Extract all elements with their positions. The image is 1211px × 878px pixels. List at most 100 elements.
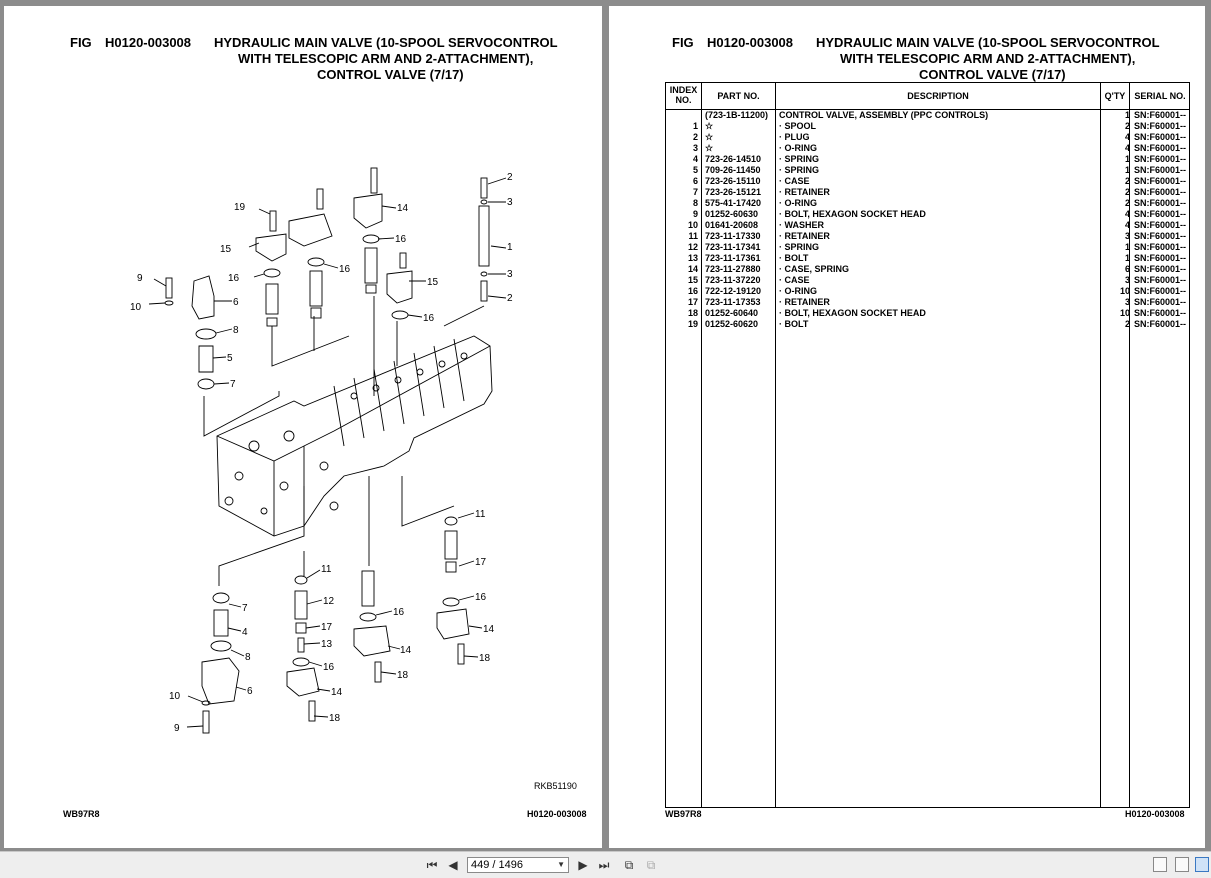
index-cell: 17	[687, 297, 698, 307]
callout: 2	[507, 293, 513, 304]
first-page-icon[interactable]: ⏮	[426, 857, 438, 872]
callout: 15	[427, 277, 439, 288]
part-no-cell: 01252-60640	[705, 308, 759, 318]
part-no-cell: 723-11-27880	[705, 264, 761, 274]
description-cell: CONTROL VALVE, ASSEMBLY (PPC CONTROLS)	[779, 110, 989, 120]
callout: 17	[475, 557, 487, 568]
qty-cell: 3	[1124, 231, 1130, 241]
table-header: INDEX NO. PART NO. DESCRIPTION Q'TY SERI…	[666, 83, 1189, 110]
serial-cell: SN:F60001--	[1134, 176, 1187, 186]
index-cell: 3	[692, 143, 698, 153]
index-cell: 11	[688, 231, 698, 241]
description-cell: · O-RING	[779, 143, 817, 153]
serial-cell: SN:F60001--	[1134, 319, 1187, 329]
index-cell: 8	[692, 198, 698, 208]
callout: 9	[137, 273, 143, 284]
last-page-icon[interactable]: ⏭	[598, 857, 610, 872]
serial-cell: SN:F60001--	[1134, 187, 1187, 197]
fig-label: FIG	[70, 35, 92, 50]
fig-title-line2: WITH TELESCOPIC ARM AND 2-ATTACHMENT),	[840, 51, 1136, 66]
serial-cell: SN:F60001--	[1134, 308, 1187, 318]
prev-page-icon[interactable]: ◀	[448, 858, 458, 872]
callout: 14	[397, 203, 409, 214]
index-cell: 14	[687, 264, 698, 274]
callout: 12	[323, 596, 335, 607]
go-forward-icon[interactable]: ⧉	[646, 857, 656, 872]
description-cell: · RETAINER	[779, 231, 830, 241]
qty-cell: 2	[1124, 319, 1130, 329]
part-no-cell: 723-11-17341	[705, 242, 761, 252]
index-cell: 2	[692, 132, 698, 142]
part-no-cell: 723-11-37220	[705, 275, 761, 285]
callout: 7	[230, 379, 236, 390]
index-cell: 12	[687, 242, 698, 252]
index-cell: 4	[692, 154, 698, 164]
index-cell: 10	[687, 220, 698, 230]
description-cell: · BOLT, HEXAGON SOCKET HEAD	[779, 209, 926, 219]
fig-title-line3: CONTROL VALVE (7/17)	[919, 67, 1066, 82]
serial-cell: SN:F60001--	[1134, 132, 1187, 142]
qty-cell: 1	[1124, 253, 1130, 263]
part-no-cell: 723-26-15121	[705, 187, 762, 197]
callout: 3	[507, 197, 513, 208]
fig-label: FIG	[672, 35, 694, 50]
description-cell: · CASE	[779, 275, 810, 285]
serial-cell: SN:F60001--	[1134, 110, 1187, 120]
description-cell: · BOLT	[779, 253, 809, 263]
spring-5	[198, 345, 214, 373]
description-cell: · CASE	[779, 176, 810, 186]
fig-title-line3: CONTROL VALVE (7/17)	[317, 67, 464, 82]
header-qty: Q'TY	[1104, 91, 1126, 101]
single-page-view-icon[interactable]	[1153, 857, 1167, 872]
bolt-9	[165, 277, 173, 299]
footer-code: H0120-003008	[1125, 809, 1185, 819]
retainer	[266, 317, 278, 327]
description-cell: · SPRING	[779, 165, 820, 175]
qty-cell: 1	[1124, 242, 1130, 252]
qty-cell: 2	[1124, 176, 1130, 186]
qty-cell: 4	[1124, 132, 1130, 142]
go-back-icon[interactable]: ⧉	[624, 857, 634, 872]
serial-cell: SN:F60001--	[1134, 286, 1187, 296]
part-no-cell: 709-26-11450	[705, 165, 761, 175]
next-page-icon[interactable]: ▶	[578, 858, 588, 872]
serial-cell: SN:F60001--	[1134, 253, 1187, 263]
footer-model: WB97R8	[63, 809, 100, 819]
callout: 16	[475, 592, 487, 603]
description-cell: · O-RING	[779, 198, 817, 208]
qty-cell: 4	[1124, 209, 1130, 219]
page-number-field[interactable]: 449 / 1496 ▼	[467, 857, 569, 873]
qty-cell: 6	[1124, 264, 1130, 274]
continuous-view-icon[interactable]	[1175, 857, 1189, 872]
fig-title-line1: HYDRAULIC MAIN VALVE (10-SPOOL SERVOCONT…	[816, 35, 1160, 50]
footer-model: WB97R8	[665, 809, 702, 819]
serial-cell: SN:F60001--	[1134, 209, 1187, 219]
callout: 19	[234, 202, 246, 213]
serial-cell: SN:F60001--	[1134, 198, 1187, 208]
qty-cell: 1	[1124, 110, 1130, 120]
two-page-view-icon[interactable]	[1195, 857, 1209, 872]
spring	[265, 283, 279, 315]
callout: 14	[400, 645, 412, 656]
callout: 9	[174, 723, 180, 734]
left-page: FIG H0120-003008 HYDRAULIC MAIN VALVE (1…	[4, 6, 602, 848]
table-rows: (723-1B-11200)CONTROL VALVE, ASSEMBLY (P…	[666, 110, 1189, 330]
valve-sections	[333, 338, 465, 447]
serial-cell: SN:F60001--	[1134, 143, 1187, 153]
exploded-parts-diagram: 2 3 1 3 2 14 16 16 15 16 19 15 16 9 10 6…	[130, 167, 513, 734]
index-cell: 18	[687, 308, 698, 318]
chevron-down-icon[interactable]: ▼	[557, 860, 565, 869]
part-no-cell: ☆	[705, 121, 714, 131]
bolt-19	[269, 210, 277, 232]
right-page: FIG H0120-003008 HYDRAULIC MAIN VALVE (1…	[609, 6, 1205, 848]
oring-16	[263, 268, 281, 278]
valve-body-edge	[216, 345, 491, 462]
